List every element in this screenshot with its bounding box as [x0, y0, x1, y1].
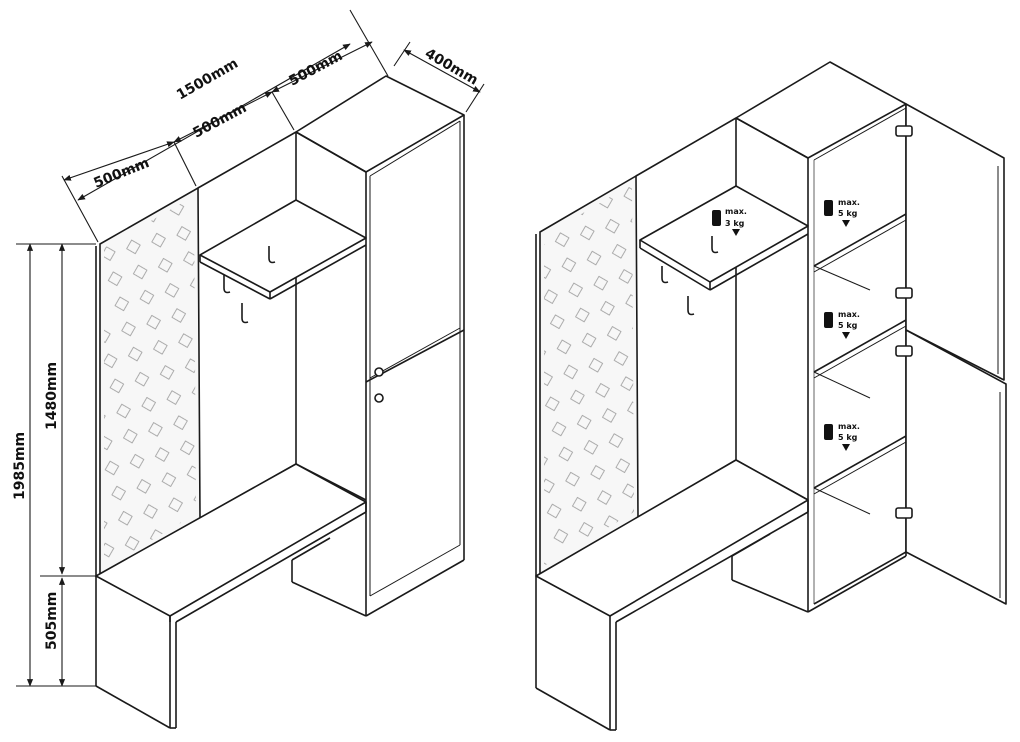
dim-module-middle: 500mm — [190, 100, 249, 142]
cabinet-max-text-1: max. — [838, 198, 860, 207]
coat-section — [197, 131, 367, 519]
coat-hook-open-2 — [687, 296, 695, 316]
cabinet-load-label-2: max. 5 kg — [824, 310, 860, 339]
shelf-weight-text: 3 kg — [725, 219, 745, 228]
knob-upper — [374, 367, 384, 377]
cabinet-load-label-1: max. 5 kg — [824, 198, 860, 227]
coat-hook-3 — [268, 246, 276, 264]
bench — [95, 463, 367, 729]
dim-total-height: 1985mm — [12, 432, 28, 500]
lower-door-open — [905, 329, 1007, 605]
right-wardrobe-figure: max. 3 kg — [535, 61, 1007, 731]
coat-hook-1 — [223, 275, 231, 294]
open-cabinet — [735, 61, 907, 613]
hinge-icon — [895, 507, 913, 519]
hinge-icon — [895, 345, 913, 357]
cabinet-load-label-3: max. 5 kg — [824, 422, 860, 451]
coat-hook-open-3 — [711, 236, 719, 254]
bench-open — [535, 459, 809, 731]
shelf-max-text: max. — [725, 207, 747, 216]
cabinet-weight-text-2: 5 kg — [838, 321, 858, 330]
mirror-panel — [95, 186, 201, 577]
hinge-icon — [895, 125, 913, 137]
left-wardrobe-figure: 1500mm 500mm 500mm 500mm 400mm 1985mm 14… — [12, 9, 485, 729]
tall-cabinet — [295, 75, 465, 617]
down-arrow-icon — [732, 229, 740, 236]
hinge-icon — [895, 287, 913, 299]
knob-lower — [374, 393, 384, 403]
dim-upper-height: 1480mm — [44, 362, 60, 430]
weight-icon — [712, 210, 721, 226]
weight-icon — [824, 200, 833, 216]
cabinet-weight-text-1: 5 kg — [838, 209, 858, 218]
mirror-panel-open — [535, 174, 639, 576]
dimension-lines — [16, 9, 485, 687]
cabinet-max-text-3: max. — [838, 422, 860, 431]
hinge-icons — [895, 125, 913, 519]
upper-door-open — [905, 103, 1005, 381]
down-arrow-icon — [842, 444, 850, 451]
coat-hook-2 — [241, 303, 249, 324]
coat-section-open — [635, 117, 809, 519]
weight-icon — [824, 424, 833, 440]
shelf-load-label: max. 3 kg — [712, 207, 747, 236]
coat-hook-open-1 — [661, 266, 669, 284]
dim-module-right: 500mm — [286, 48, 345, 90]
dim-depth: 400mm — [422, 46, 481, 89]
cabinet-weight-text-3: 5 kg — [838, 433, 858, 442]
down-arrow-icon — [842, 332, 850, 339]
dim-total-width: 1500mm — [174, 56, 241, 104]
cabinet-max-text-2: max. — [838, 310, 860, 319]
dim-bench-height: 505mm — [44, 592, 60, 650]
down-arrow-icon — [842, 220, 850, 227]
weight-icon — [824, 312, 833, 328]
